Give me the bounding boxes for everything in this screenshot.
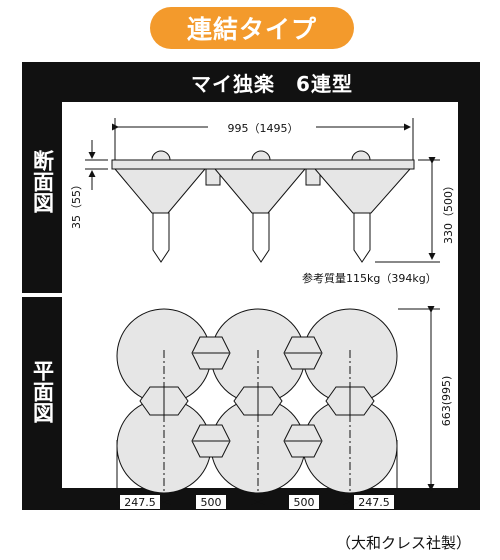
title-bar [22, 62, 480, 102]
side-bar [22, 62, 62, 510]
section-divider [22, 293, 62, 297]
plan-label-text: 平面図 [30, 360, 55, 423]
model-title: マイ独楽 6連型 [191, 71, 353, 96]
plan-drawing [116, 306, 440, 508]
elev-height-label: 330（500） [442, 180, 455, 244]
reference-mass: 参考質量115kg（394kg） [302, 272, 437, 285]
type-badge: 連結タイプ [150, 7, 354, 49]
right-bar [458, 62, 480, 510]
section-label-plan: 平面図 [22, 360, 62, 429]
section-label-elevation: 断面図 [22, 150, 62, 219]
plan-height-label: 663(995) [440, 376, 453, 427]
dim-right: 247.5 [358, 496, 390, 509]
dim-middle-1: 500 [201, 496, 222, 509]
elevation-label-text: 断面図 [30, 150, 55, 213]
dim-middle-2: 500 [294, 496, 315, 509]
manufacturer-note: （大和クレス社製） [336, 534, 472, 552]
elevation-drawing [85, 118, 440, 263]
dim-left: 247.5 [124, 496, 156, 509]
width-label: 995（1495） [228, 122, 299, 135]
depth-label: 35（55） [70, 179, 83, 229]
